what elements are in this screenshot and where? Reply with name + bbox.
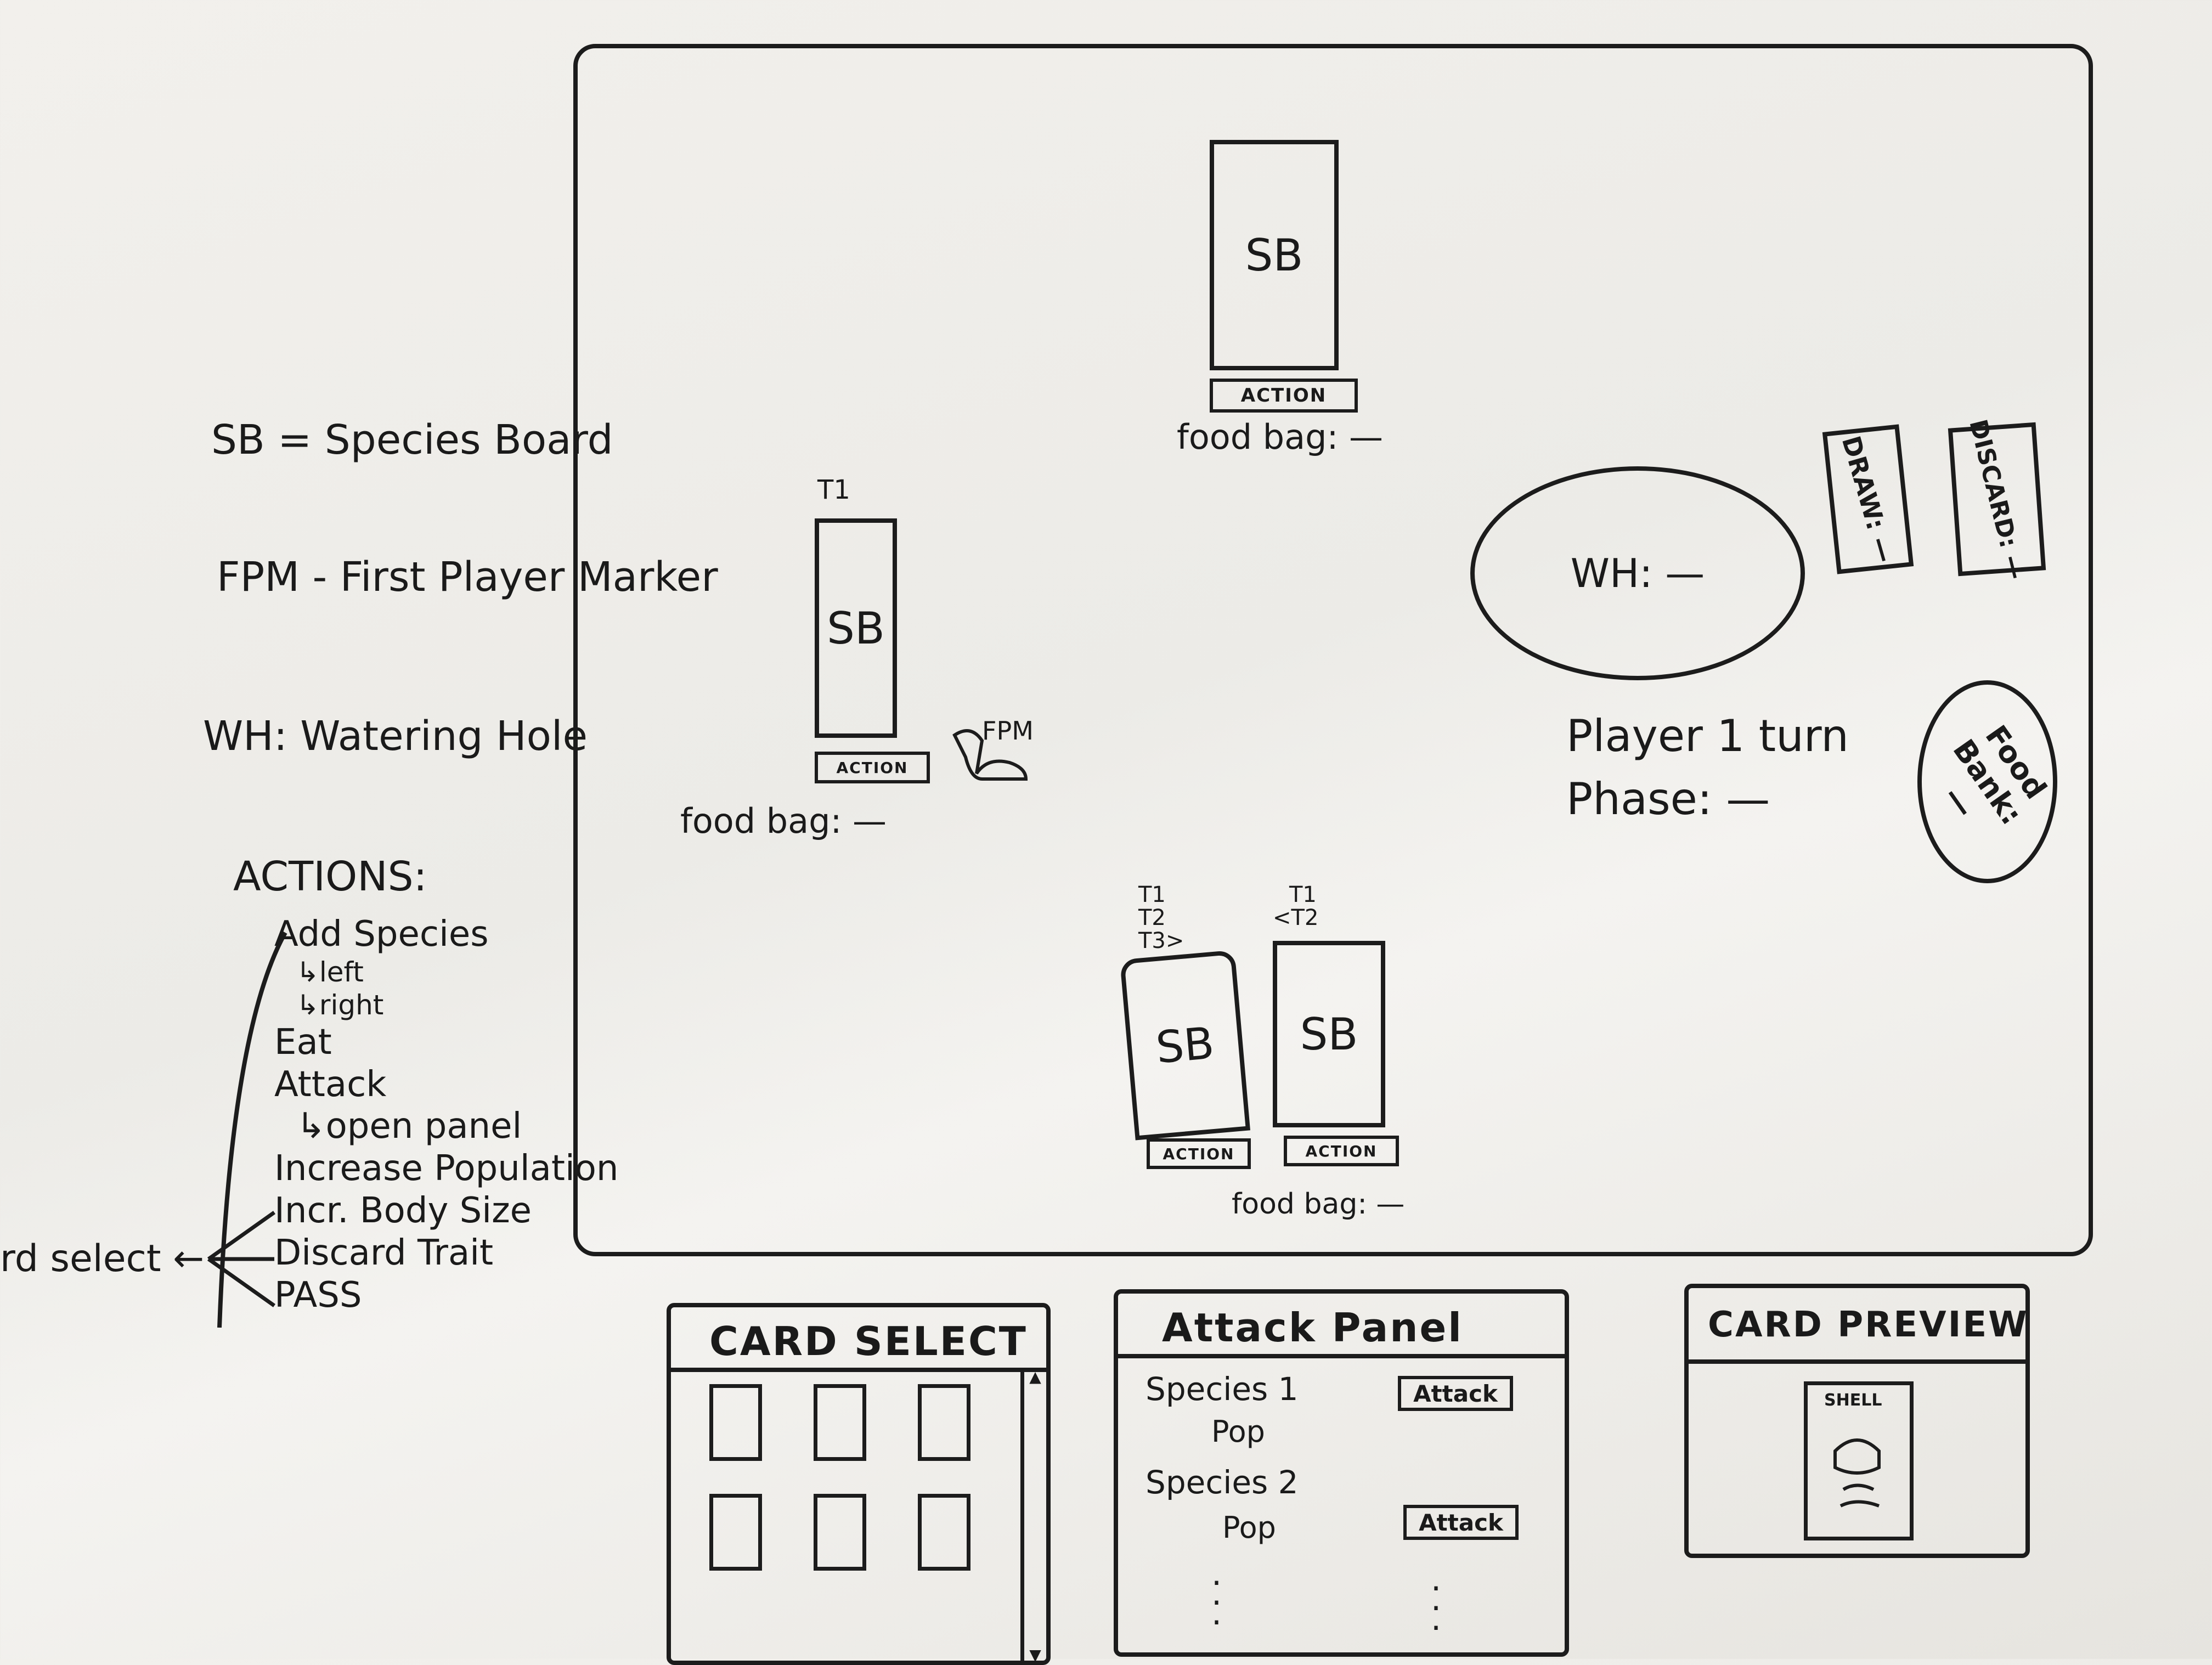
divider: [1118, 1354, 1565, 1358]
action-button-bottom-1[interactable]: ACTION: [1147, 1138, 1251, 1169]
attack-species-2: Species 2: [1146, 1464, 1299, 1501]
scroll-up-icon[interactable]: ▲: [1029, 1368, 1041, 1386]
card-slot[interactable]: [709, 1494, 762, 1571]
turn-indicator: Player 1 turn: [1566, 710, 1849, 761]
divider: [671, 1368, 1046, 1372]
trait-label: T2: [1138, 905, 1166, 930]
action-add-right[interactable]: ↳right: [296, 989, 384, 1021]
attack-panel-title: Attack Panel: [1162, 1305, 1463, 1351]
species-board-top[interactable]: SB: [1210, 140, 1339, 370]
species-board-bottom-2[interactable]: SB: [1273, 941, 1385, 1127]
food-bank: Food Bank: —: [1917, 680, 2057, 883]
food-bag-bottom: food bag: —: [1232, 1188, 1405, 1221]
card-preview-panel: CARD PREVIEW SHELL: [1684, 1284, 2030, 1558]
attack-panel: Attack Panel Species 1 Pop Attack Specie…: [1114, 1289, 1569, 1657]
trait-label-left: T1: [817, 475, 850, 505]
food-bank-label: Food Bank: —: [1936, 719, 2053, 831]
action-open-panel[interactable]: ↳open panel: [296, 1106, 522, 1147]
turtle-icon: [1833, 1438, 1881, 1508]
action-increase-body-size[interactable]: Incr. Body Size: [274, 1190, 532, 1231]
attack-pop-1: Pop: [1211, 1414, 1265, 1449]
scrollbar[interactable]: ▲ ▼: [1020, 1368, 1046, 1664]
action-attack[interactable]: Attack: [274, 1064, 387, 1105]
card-select-title: CARD SELECT: [709, 1318, 1028, 1364]
card-slot[interactable]: [918, 1494, 970, 1571]
action-add-species[interactable]: Add Species: [274, 914, 489, 955]
action-pass[interactable]: PASS: [274, 1274, 362, 1316]
arrow-lines: [207, 1211, 276, 1307]
traits-species-2: T1 <T2: [1273, 883, 1318, 929]
trait-label: T1: [1289, 882, 1317, 907]
scroll-down-icon[interactable]: ▼: [1029, 1646, 1041, 1664]
attack-pop-2: Pop: [1222, 1510, 1276, 1545]
fpm-label: FPM: [982, 716, 1034, 746]
card-select-reference: rd select ←: [0, 1237, 205, 1280]
action-discard-trait[interactable]: Discard Trait: [274, 1232, 494, 1273]
attack-button-1[interactable]: Attack: [1398, 1376, 1513, 1411]
ellipsis-vertical: ···: [1211, 1564, 1222, 1642]
card-slot[interactable]: [709, 1384, 762, 1461]
trait-label: T1: [1138, 882, 1166, 907]
traits-species-1: T1 T2 T3>: [1138, 883, 1184, 952]
action-eat[interactable]: Eat: [274, 1021, 332, 1063]
card-slot[interactable]: [814, 1384, 866, 1461]
ellipsis-vertical: ···: [1431, 1570, 1442, 1647]
action-add-left[interactable]: ↳left: [296, 956, 364, 988]
food-bag-top: food bag: —: [1177, 417, 1384, 457]
action-button-left[interactable]: ACTION: [815, 752, 930, 783]
species-board-left[interactable]: SB: [815, 518, 897, 738]
species-board-bottom-1[interactable]: SB: [1120, 950, 1250, 1141]
actions-title: ACTIONS:: [233, 853, 427, 900]
discard-pile[interactable]: DISCARD: —: [1948, 416, 2046, 582]
discard-pile-label: DISCARD: —: [1963, 416, 2030, 582]
action-button-bottom-2[interactable]: ACTION: [1284, 1136, 1399, 1166]
game-board: [573, 44, 2093, 1256]
attack-button-2[interactable]: Attack: [1403, 1505, 1519, 1540]
divider: [1689, 1359, 2025, 1364]
actions-list: Add Species ↳left ↳right Eat Attack ↳ope…: [274, 913, 618, 1316]
card-select-panel: CARD SELECT ▲ ▼: [667, 1303, 1051, 1665]
trait-label: <T2: [1273, 905, 1319, 930]
watering-hole-label: WH: —: [1570, 550, 1705, 596]
card-slot[interactable]: [814, 1494, 866, 1571]
preview-card-name: SHELL: [1824, 1391, 1882, 1410]
food-bag-left: food bag: —: [680, 801, 887, 841]
card-preview-title: CARD PREVIEW: [1708, 1305, 2029, 1345]
action-increase-population[interactable]: Increase Population: [274, 1148, 619, 1189]
first-player-marker-icon: [952, 729, 1028, 781]
phase-indicator: Phase: —: [1566, 774, 1770, 825]
trait-label: T3>: [1138, 928, 1184, 953]
action-button-top[interactable]: ACTION: [1210, 379, 1358, 413]
draw-pile[interactable]: DRAW: —: [1822, 424, 1914, 574]
legend-first-player-marker: FPM - First Player Marker: [217, 554, 718, 601]
card-slot[interactable]: [918, 1384, 970, 1461]
preview-card: SHELL: [1804, 1381, 1914, 1540]
attack-species-1: Species 1: [1146, 1370, 1299, 1408]
legend-species-board: SB = Species Board: [211, 416, 613, 464]
watering-hole: WH: —: [1470, 466, 1805, 680]
legend-watering-hole: WH: Watering Hole: [203, 713, 588, 760]
draw-pile-label: DRAW: —: [1836, 432, 1900, 566]
